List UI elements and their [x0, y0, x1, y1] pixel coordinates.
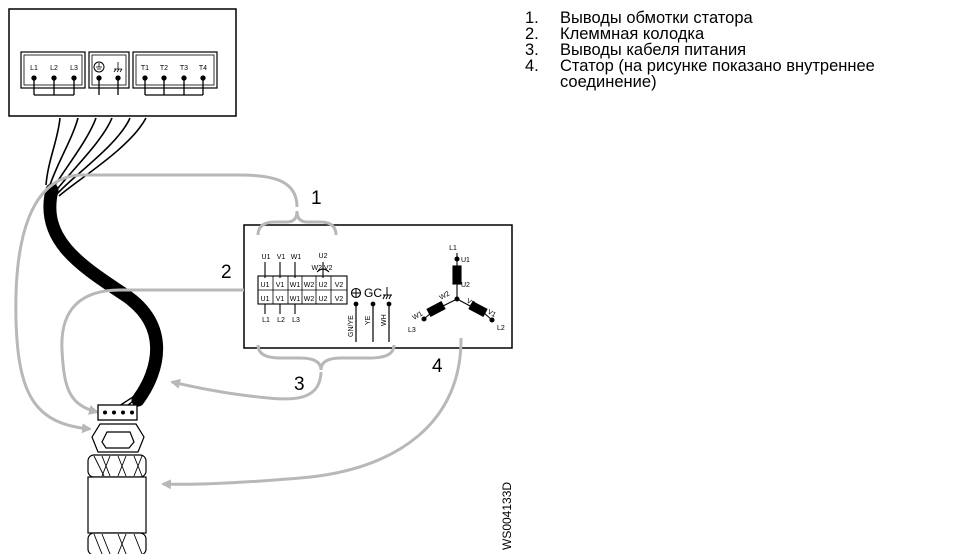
lead-label-w1: W1: [291, 254, 302, 261]
supply-label-l3: L3: [292, 317, 300, 324]
cell-v2-lower: V2: [335, 296, 344, 303]
callout-4: 4: [432, 356, 443, 377]
legend-item-2: 2.Клеммная колодка: [525, 25, 705, 43]
cell-v1-lower: V1: [276, 296, 285, 303]
cell-u2-lower: U2: [319, 296, 328, 303]
arrow-2: [60, 288, 244, 415]
box-label-t3: T3: [180, 65, 188, 72]
cell-w2-lower: W2: [304, 296, 315, 303]
ground-symbol-icon: [350, 287, 362, 299]
star-label-w1: W1: [412, 310, 425, 321]
cell-w2: W2: [304, 282, 315, 289]
star-label-w2: W2: [439, 290, 452, 301]
wire-wh: WH: [381, 314, 388, 326]
star-label-v1: V1: [486, 309, 497, 319]
lead-label-v1: V1: [277, 254, 286, 261]
lead-connector: [97, 404, 138, 421]
legend: 1.Выводы обмотки статора 2.Клеммная коло…: [525, 9, 966, 91]
arrows: [14, 173, 463, 490]
legend-item-4: 4.Статор (на рисунке показано внутреннее…: [525, 57, 875, 91]
star-label-l1: L1: [449, 245, 457, 252]
cell-w1-lower: W1: [290, 296, 301, 303]
star-label-l2: L2: [497, 325, 505, 332]
wire-gnye: GN/YE: [348, 315, 355, 337]
box-label-t4: T4: [199, 65, 207, 72]
lead-label-w2v2: W2 V2: [311, 265, 332, 272]
box-label-l2: L2: [50, 65, 58, 72]
terminal-block-panel: U1 V1 W1 U2 W2 V2 U1 V1 W1 W2 U2 V2 U1 V…: [243, 224, 513, 349]
gc-label: GC: [364, 286, 382, 300]
brace-1: [256, 210, 338, 236]
star-label-l3: L3: [408, 327, 416, 334]
star-label-u2: U2: [461, 282, 470, 289]
cell-w1: W1: [290, 282, 301, 289]
supply-label-l1: L1: [262, 317, 270, 324]
chassis-symbol-icon: [382, 287, 392, 300]
supply-label-l2: L2: [277, 317, 285, 324]
arrow-3: [170, 371, 323, 401]
legend-item-3: 3.Выводы кабеля питания: [525, 41, 747, 59]
legend-item-1: 1.Выводы обмотки статора: [525, 9, 753, 27]
box-label-l1: L1: [30, 65, 38, 72]
brace-3: [256, 344, 396, 371]
callout-3: 3: [294, 374, 305, 395]
chassis-ground-icon: [113, 62, 123, 73]
box-label-t2: T2: [160, 65, 168, 72]
callout-1: 1: [311, 188, 322, 209]
lead-label-u2: U2: [319, 253, 328, 260]
arrow-1: [14, 173, 299, 434]
cell-u1-lower: U1: [261, 296, 270, 303]
box-label-t1: T1: [141, 65, 149, 72]
power-cable: [43, 117, 164, 412]
arrow-4: [161, 337, 463, 490]
star-label-u1: U1: [461, 257, 470, 264]
cell-u2: U2: [319, 282, 328, 289]
figure-id: WS004133D: [500, 482, 514, 550]
stator: [87, 423, 147, 554]
lead-label-u1: U1: [262, 254, 271, 261]
star-connection: [421, 253, 495, 323]
power-terminal-box: L1 L2 L3 T1 T2 T3 T4: [8, 8, 237, 117]
cell-v2: V2: [335, 282, 344, 289]
callout-2: 2: [221, 262, 232, 283]
box-label-l3: L3: [70, 65, 78, 72]
cell-v1: V1: [276, 282, 285, 289]
star-label-v2: V2: [465, 298, 476, 308]
ground-icon: [93, 61, 105, 73]
cell-u1: U1: [261, 282, 270, 289]
wire-ye: YE: [365, 315, 372, 325]
